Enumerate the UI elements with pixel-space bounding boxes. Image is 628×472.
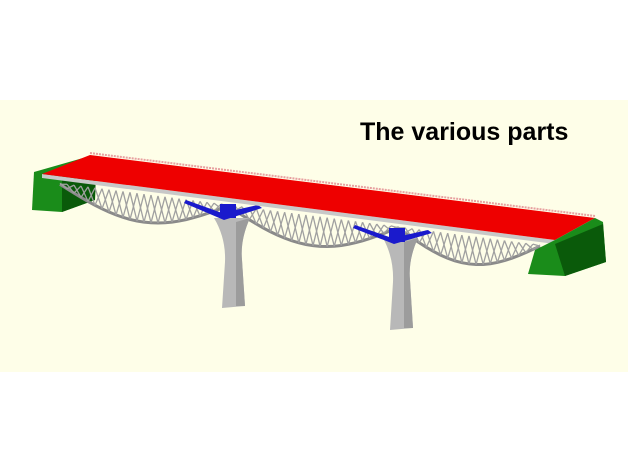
truss-diagonal [87, 186, 96, 206]
truss-diagonal [319, 217, 328, 247]
truss-girder [59, 182, 541, 267]
truss-diagonal [192, 201, 201, 219]
truss-diagonal [432, 232, 442, 252]
truss-diagonal [94, 188, 103, 206]
truss-diagonal [439, 232, 449, 256]
truss-diagonal [150, 195, 159, 223]
truss-diagonal [115, 191, 124, 216]
truss-diagonal [525, 242, 534, 250]
truss-diagonal [489, 239, 499, 264]
right-bearing [353, 225, 432, 244]
right-pier [383, 238, 418, 330]
truss-diagonal [503, 241, 513, 261]
truss-diagonal [164, 197, 173, 223]
truss-diagonal [157, 196, 166, 224]
truss-diagonal [511, 242, 520, 259]
truss-diagonal [511, 241, 520, 256]
truss-diagonal [525, 243, 534, 254]
truss-diagonal [305, 215, 314, 245]
truss-diagonal [206, 201, 215, 212]
truss-diagonal [532, 244, 541, 250]
truss-diagonal [255, 209, 265, 225]
truss-diagonal [262, 210, 272, 229]
truss-diagonal [376, 223, 385, 234]
deck [42, 152, 596, 244]
truss-diagonal [447, 233, 456, 259]
figure-title: The various parts [360, 118, 569, 146]
truss-diagonal [213, 202, 222, 210]
truss-diagonal [269, 211, 279, 232]
truss-diagonal [101, 189, 110, 210]
truss-diagonal [108, 190, 117, 213]
truss-diagonal [425, 231, 435, 248]
truss-diagonal [87, 187, 96, 202]
truss-diagonal [171, 198, 180, 223]
truss-diagonal [326, 218, 335, 247]
truss-diagonal [312, 216, 321, 246]
truss-diagonal [518, 242, 527, 256]
truss-diagonal [475, 237, 484, 265]
truss-diagonal [284, 212, 293, 239]
truss-diagonal [129, 193, 138, 220]
truss-diagonal [276, 212, 286, 236]
truss-diagonal [80, 186, 89, 198]
truss-diagonal [354, 222, 364, 243]
truss-diagonal [496, 240, 506, 263]
truss-diagonal [66, 184, 75, 190]
truss-diagonal [454, 234, 463, 261]
truss-diagonal [66, 183, 75, 194]
truss-diagonal [383, 225, 392, 234]
truss-diagonal [136, 193, 145, 222]
truss-diagonal [122, 192, 131, 218]
truss-diagonal [73, 185, 82, 194]
truss-diagonal [213, 203, 222, 212]
truss-diagonal [298, 214, 307, 244]
truss-diagonal [404, 228, 413, 234]
left-pier [214, 218, 250, 308]
truss-diagonal [248, 208, 257, 221]
truss-diagonal [291, 213, 300, 241]
truss-diagonal [369, 223, 378, 239]
truss-diagonal [468, 236, 477, 265]
truss-diagonal [255, 208, 265, 229]
truss-diagonal [482, 238, 491, 265]
truss-diagonal [518, 241, 527, 253]
truss-diagonal [80, 185, 89, 202]
truss-diagonal [461, 235, 470, 263]
truss-diagonal [143, 194, 152, 223]
right-abutment [528, 218, 606, 276]
truss-diagonal [333, 219, 342, 247]
truss-diagonal [340, 220, 350, 246]
truss-diagonal [347, 221, 357, 245]
truss-diagonal [73, 184, 82, 198]
left-bearing [184, 200, 262, 220]
